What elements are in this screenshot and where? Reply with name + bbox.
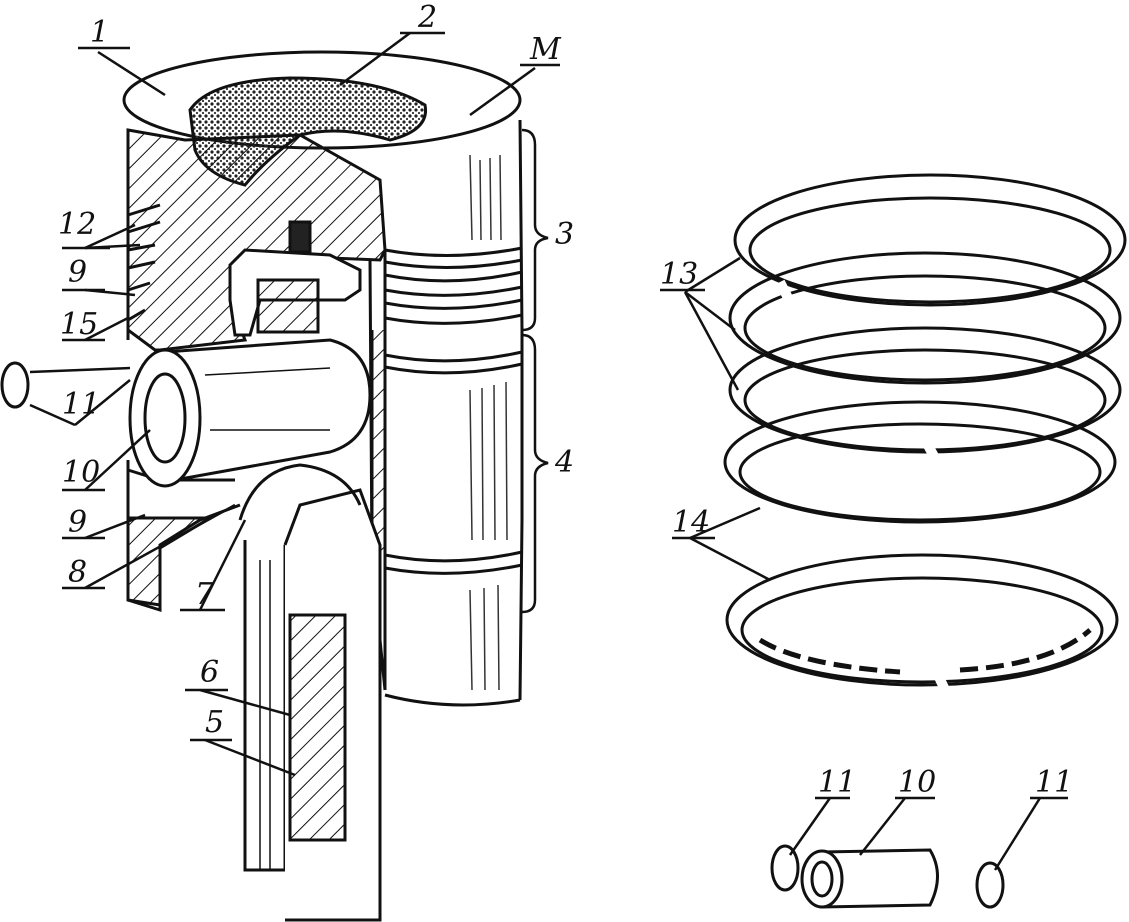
oil-rings bbox=[723, 400, 1119, 687]
label-15: 15 bbox=[60, 307, 99, 342]
compression-rings bbox=[728, 173, 1127, 454]
piston-bottom-edge bbox=[384, 693, 521, 707]
label-10-bottom: 10 bbox=[898, 765, 937, 800]
label-5: 5 bbox=[205, 705, 225, 740]
label-m: M bbox=[530, 32, 561, 67]
piston-pin bbox=[128, 338, 372, 488]
ring-gaps bbox=[775, 279, 951, 695]
label-11-bottom-left: 11 bbox=[818, 765, 857, 800]
label-1: 1 bbox=[90, 15, 110, 50]
label-6: 6 bbox=[200, 655, 220, 690]
retaining-ring-left bbox=[0, 361, 30, 409]
ring-groove bbox=[384, 246, 523, 257]
brackets bbox=[521, 128, 549, 614]
loose-retaining-ring-right bbox=[975, 861, 1005, 909]
leader-lines bbox=[29, 31, 1068, 871]
label-10-left: 10 bbox=[62, 455, 101, 490]
label-11-bottom-right: 11 bbox=[1035, 765, 1074, 800]
piston-skirt-section bbox=[126, 516, 216, 607]
label-9-top: 9 bbox=[68, 255, 88, 290]
label-4: 4 bbox=[555, 445, 575, 480]
oil-groove bbox=[384, 350, 523, 363]
piston-right-wall bbox=[518, 119, 524, 701]
label-14: 14 bbox=[672, 505, 711, 540]
label-12: 12 bbox=[58, 207, 97, 242]
label-11-left: 11 bbox=[62, 387, 101, 422]
label-2: 2 bbox=[418, 0, 438, 35]
connecting-rod-small-end bbox=[228, 220, 362, 337]
label-3: 3 bbox=[555, 217, 575, 252]
label-8: 8 bbox=[68, 555, 88, 590]
loose-retaining-ring-left bbox=[770, 844, 800, 892]
label-7: 7 bbox=[195, 577, 215, 612]
piston-shading bbox=[469, 154, 508, 691]
piston bbox=[122, 50, 524, 707]
label-13: 13 bbox=[660, 257, 699, 292]
label-9-bottom: 9 bbox=[68, 505, 88, 540]
connecting-rod bbox=[238, 463, 382, 922]
loose-piston-pin bbox=[800, 848, 939, 909]
